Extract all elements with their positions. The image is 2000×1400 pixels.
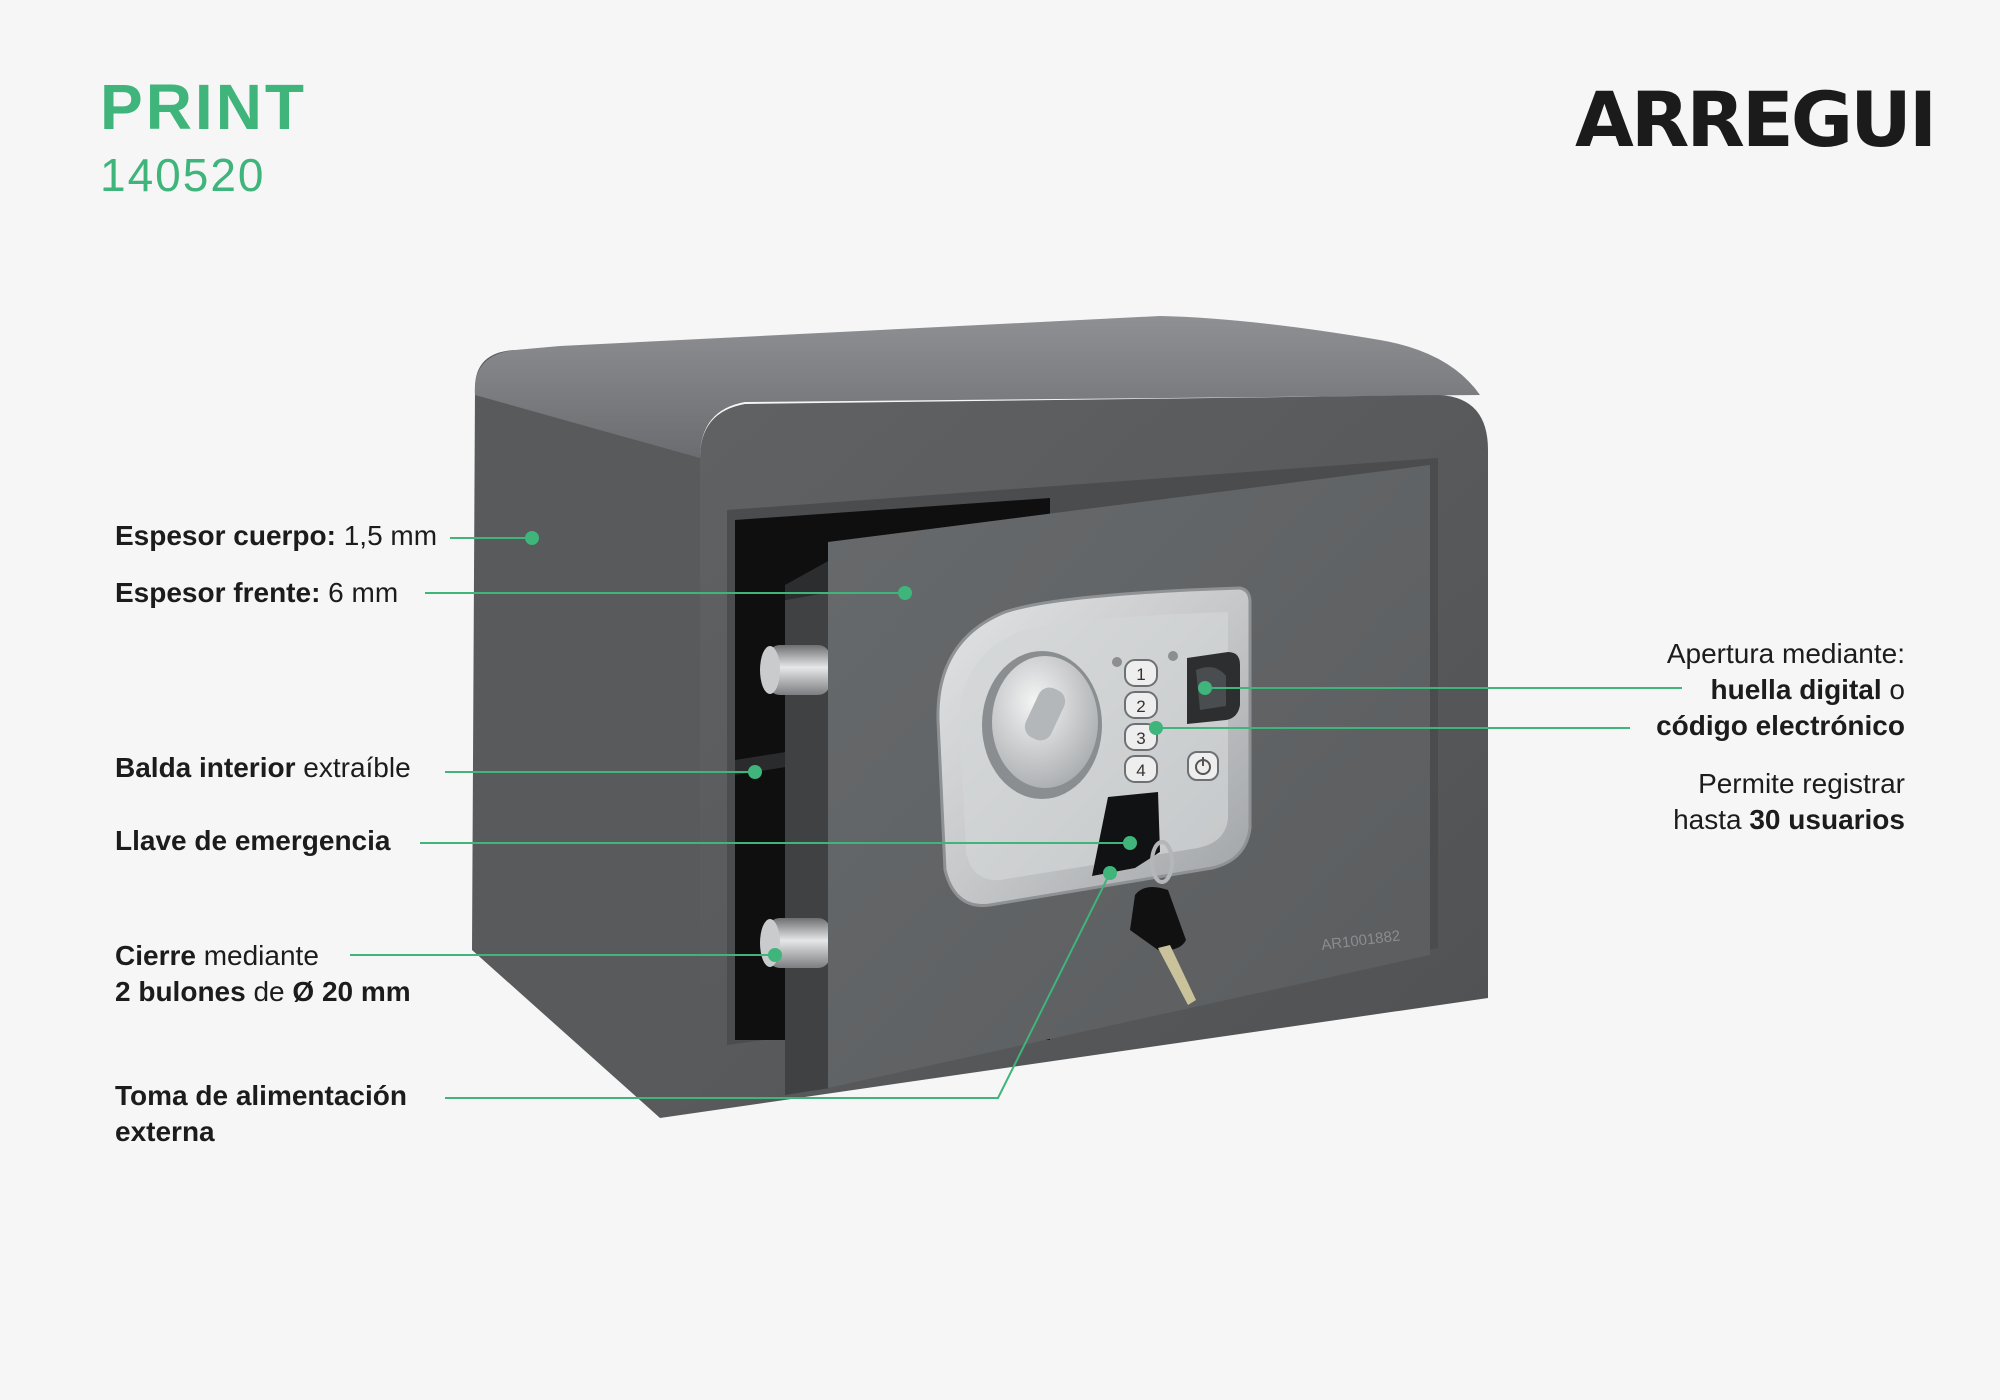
callout-apertura: Apertura mediante: huella digital o códi…: [1656, 636, 1905, 744]
callout-permite-line1: Permite registrar: [1698, 768, 1905, 799]
emergency-key-slot: [1092, 792, 1160, 876]
leader-dots: [525, 531, 1212, 962]
leader-toma: [445, 872, 1111, 1099]
product-name: PRINT: [100, 71, 307, 143]
key-3: 3: [1136, 729, 1145, 748]
leader-lines: [350, 537, 1682, 1099]
callout-espesor-frente: Espesor frente: 6 mm: [115, 575, 398, 611]
callout-cierre-bold: Cierre: [115, 940, 196, 971]
callout-espesor-frente-value: 6 mm: [320, 577, 399, 608]
callout-apertura-line1: Apertura mediante:: [1666, 638, 1905, 669]
callout-llave-bold: Llave de emergencia: [115, 825, 391, 856]
callout-permite-usuarios: 30 usuarios: [1749, 804, 1905, 835]
callout-apertura-o: o: [1881, 674, 1905, 705]
product-code: 140520: [100, 149, 266, 201]
bolt-bottom: [760, 918, 830, 968]
callout-espesor-frente-bold: Espesor frente:: [115, 577, 321, 608]
handle-knob: [982, 651, 1102, 799]
key-icon: [1130, 840, 1196, 1005]
callout-espesor-cuerpo-bold: Espesor cuerpo:: [115, 520, 336, 551]
callout-cierre-diametro: Ø 20 mm: [292, 976, 411, 1007]
callout-balda-bold: Balda interior: [115, 752, 296, 783]
key-2: 2: [1136, 697, 1145, 716]
callout-cierre-de: de: [245, 976, 293, 1007]
door-inner-shade: [785, 560, 830, 600]
power-icon: [1187, 751, 1219, 781]
callout-cierre-rest: mediante: [195, 940, 319, 971]
callout-apertura-huella: huella digital: [1710, 674, 1882, 705]
callout-espesor-cuerpo: Espesor cuerpo: 1,5 mm: [115, 518, 437, 554]
keypad-keys: [1124, 659, 1158, 783]
callout-permite: Permite registrar hasta 30 usuarios: [1673, 766, 1905, 838]
bolt-top: [760, 645, 830, 695]
status-led-left: [1112, 657, 1122, 667]
callout-llave: Llave de emergencia: [115, 823, 390, 859]
callout-balda: Balda interior extraíble: [115, 750, 411, 786]
brand-logo: ARREGUI: [1575, 75, 1937, 164]
callout-cierre-bulones: 2 bulones: [115, 976, 246, 1007]
callout-cierre: Cierre mediante 2 bulones de Ø 20 mm: [115, 938, 411, 1010]
callout-toma-line2: externa: [115, 1116, 215, 1147]
callout-toma-line1: Toma de alimentación: [115, 1080, 407, 1111]
status-led-right: [1168, 651, 1178, 661]
key-4: 4: [1136, 761, 1145, 780]
callout-permite-hasta: hasta: [1673, 804, 1750, 835]
safe-top: [474, 316, 1481, 458]
callout-balda-rest: extraíble: [295, 752, 411, 783]
callout-apertura-codigo: código electrónico: [1656, 710, 1905, 741]
safe-left-side: [472, 350, 705, 1118]
callout-toma: Toma de alimentación externa: [115, 1078, 407, 1150]
key-1: 1: [1136, 665, 1145, 684]
callout-espesor-cuerpo-value: 1,5 mm: [335, 520, 438, 551]
